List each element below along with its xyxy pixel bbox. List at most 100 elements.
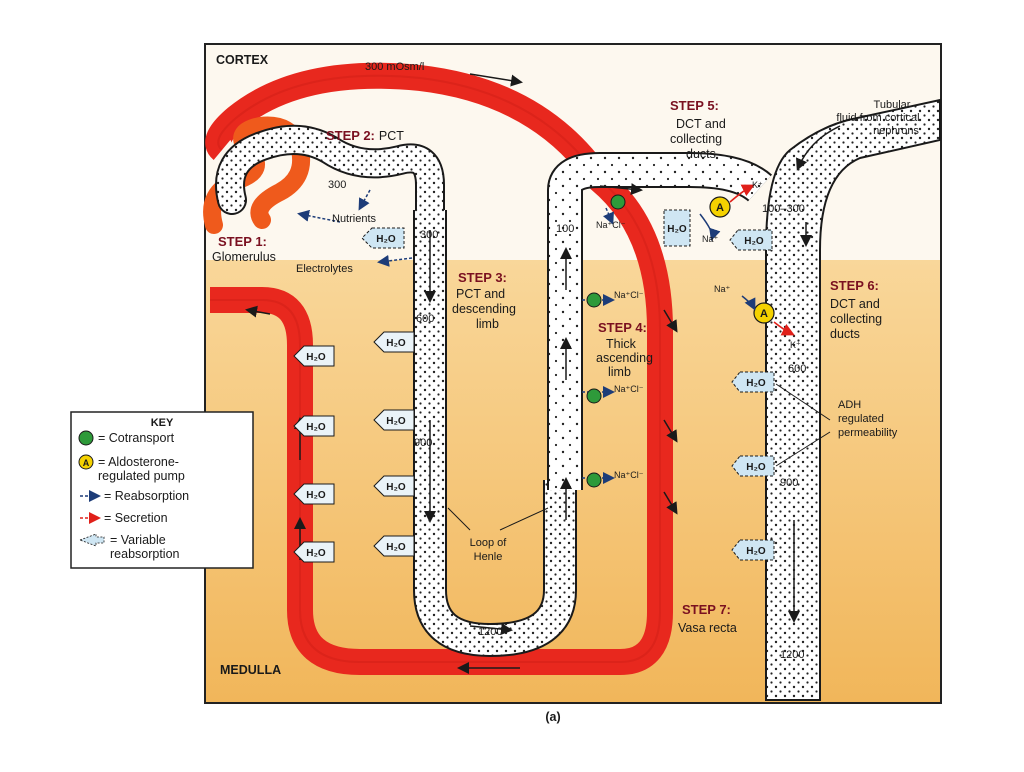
osm-value: 1200 [478, 626, 502, 638]
h2o-badge: H₂O [293, 541, 335, 563]
key-item: regulated pump [98, 469, 185, 483]
step-1-title: STEP 1: [218, 234, 267, 249]
h2o-badge: H₂O [373, 475, 415, 497]
cotransport-dot [610, 194, 626, 210]
step-4-text: Thick [606, 337, 637, 351]
svg-text:H₂O: H₂O [667, 224, 687, 235]
adh-label: permeability [838, 427, 898, 439]
adh-label: regulated [838, 413, 884, 425]
loop-label: Henle [474, 551, 503, 563]
nacl-label: Na⁺Cl⁻ [614, 470, 644, 480]
electrolytes-label: Electrolytes [296, 263, 353, 275]
h2o-variable-badge: H₂O [361, 227, 405, 249]
h2o-badge: H₂O [373, 331, 415, 353]
step-4-title: STEP 4: [598, 320, 647, 335]
nacl-label: Na⁺Cl⁻ [614, 290, 644, 300]
na-label: Na⁺ [714, 284, 731, 294]
svg-text:H₂O: H₂O [744, 236, 764, 247]
step-4-text: ascending [596, 351, 653, 365]
adh-label: ADH [838, 399, 861, 411]
step-7-title: STEP 7: [682, 602, 731, 617]
variable-arrow-icon [78, 533, 105, 547]
loop-label: Loop of [470, 537, 508, 549]
osm-value: 900 [414, 437, 432, 449]
figure-caption: (a) [545, 710, 560, 724]
medulla-label: MEDULLA [220, 663, 281, 677]
step-7-text: Vasa recta [678, 621, 737, 635]
step-3-text: limb [476, 317, 499, 331]
step-5-text: DCT and [676, 117, 726, 131]
h2o-variable-badge: H₂O [663, 209, 691, 247]
step-6-text: DCT and [830, 297, 880, 311]
svg-text:H₂O: H₂O [386, 416, 406, 427]
step-3-text: descending [452, 302, 516, 316]
svg-text:H₂O: H₂O [386, 482, 406, 493]
svg-text:H₂O: H₂O [306, 352, 326, 363]
cotransport-dot [586, 388, 602, 404]
key-item: reabsorption [110, 547, 180, 561]
pump-dot-icon [78, 454, 94, 470]
svg-text:H₂O: H₂O [306, 548, 326, 559]
cotransport-dot [586, 472, 602, 488]
collecting-duct [765, 98, 941, 701]
h2o-variable-badge: H₂O [731, 539, 775, 561]
tubular-label: Tubular [874, 99, 911, 111]
thick-ascending-limb [549, 154, 771, 490]
h2o-badge: H₂O [293, 483, 335, 505]
svg-text:H₂O: H₂O [376, 234, 396, 245]
step-6-text: collecting [830, 312, 882, 326]
nutrients-label: Nutrients [332, 213, 377, 225]
svg-text:H₂O: H₂O [746, 462, 766, 473]
svg-text:A: A [83, 458, 90, 468]
k-label: K⁺ [752, 180, 763, 190]
step-6-title: STEP 6: [830, 278, 879, 293]
nacl-label: Na⁺Cl⁻ [614, 384, 644, 394]
svg-text:H₂O: H₂O [386, 338, 406, 349]
step-2-label: STEP 2:PCT [326, 128, 404, 143]
key-legend: KEY = Cotransport A = Aldosterone- regul… [70, 411, 254, 569]
svg-text:A: A [760, 308, 768, 320]
key-item: = Variable [110, 533, 166, 547]
h2o-variable-badge: H₂O [729, 229, 773, 251]
svg-text:H₂O: H₂O [306, 490, 326, 501]
osm-value: 300 [328, 179, 346, 191]
vasa-recta-vessel [205, 62, 673, 675]
key-title: KEY [151, 417, 174, 429]
key-item: = Cotransport [98, 431, 175, 445]
loop-of-henle-tubule [415, 210, 575, 655]
svg-text:H₂O: H₂O [386, 542, 406, 553]
tubular-label: nephrons [873, 125, 919, 137]
step-3-text: PCT and [456, 287, 505, 301]
osm-value: 100 [556, 223, 574, 235]
osm-value: 900 [780, 477, 798, 489]
svg-text:H₂O: H₂O [306, 422, 326, 433]
step-5-text: ducts [686, 147, 716, 161]
svg-text:A: A [716, 202, 724, 214]
h2o-badge: H₂O [293, 415, 335, 437]
osm-value: 300 [420, 229, 438, 241]
osm-value: 1200 [780, 649, 804, 661]
h2o-badge: H₂O [293, 345, 335, 367]
pct-tubule [217, 126, 443, 233]
key-item: = Secretion [104, 511, 168, 525]
h2o-badge: H₂O [373, 409, 415, 431]
step-3-title: STEP 3: [458, 270, 507, 285]
vessel-osm-label: 300 mOsm/l [365, 61, 424, 73]
key-item: = Reabsorption [104, 489, 189, 503]
k-label: K⁺ [790, 340, 801, 350]
h2o-variable-badge: H₂O [731, 455, 775, 477]
aldosterone-pump [753, 302, 775, 324]
step-6-text: ducts [830, 327, 860, 341]
cotransport-dot-icon [78, 430, 94, 446]
osm-value: 600 [788, 363, 806, 375]
osm-value: 100–300 [762, 203, 805, 215]
aldosterone-pump [709, 196, 731, 218]
svg-text:H₂O: H₂O [746, 378, 766, 389]
tubular-label: fluid from cortical [836, 112, 919, 124]
osm-value: 600 [416, 313, 434, 325]
step-5-text: collecting [670, 132, 722, 146]
na-label: Na⁺ [702, 234, 719, 244]
step-4-text: limb [608, 365, 631, 379]
